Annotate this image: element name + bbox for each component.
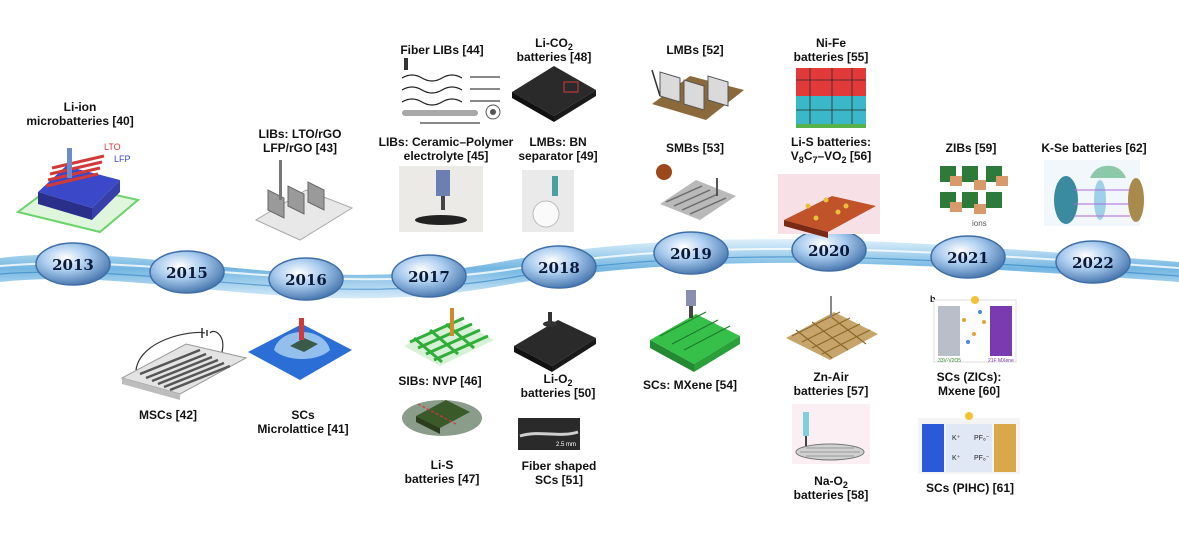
- fiber-scs-image: 2.5 mm: [518, 418, 580, 450]
- label-na-o2-tail: batteries [58]: [793, 488, 869, 502]
- year-disc-2022: 2022: [1055, 240, 1131, 284]
- k-ion-text-1: K⁺: [952, 435, 961, 442]
- lmbs-52-image: [651, 69, 744, 120]
- label-li-co2: Li-CO2 batteries [48]: [504, 36, 604, 64]
- year-label: 2017: [408, 268, 450, 286]
- label-zn-air: Zn-Air batteries [57]: [793, 370, 869, 398]
- scs-microlattice-image: [248, 318, 352, 380]
- label-lis-56-ref: [56]: [846, 149, 872, 163]
- year-label: 2016: [285, 271, 327, 289]
- pf6-text-1: PF₆⁻: [974, 435, 990, 442]
- year-label: 2021: [947, 249, 989, 267]
- label-scs-pihc: SCs (PIHC) [61]: [925, 481, 1014, 495]
- year-label: 2013: [52, 256, 94, 274]
- label-lmbs-52: LMBs [52]: [666, 43, 724, 57]
- label-na-o2-sub: 2: [842, 480, 848, 490]
- li-o2-image: [514, 312, 596, 372]
- label-scs-zics: SCs (ZICs): Mxene [60]: [936, 370, 1002, 398]
- lto-text: LTO: [104, 142, 121, 152]
- znair-image: [786, 296, 878, 360]
- lis-47-image: [402, 400, 482, 436]
- year-disc-2021: 2021: [930, 235, 1006, 279]
- year-label: 2020: [808, 242, 850, 260]
- label-scs-mxene: SCs: MXene [54]: [642, 378, 738, 392]
- zibs-image: ions: [934, 160, 1016, 228]
- year-disc-2017: 2017: [391, 254, 467, 298]
- scs-mxene-image: [650, 290, 740, 372]
- label-lis-56-c-sub: 7: [812, 155, 818, 165]
- year-label: 2019: [670, 245, 712, 263]
- label-k-se: K-Se batteries [62]: [1041, 141, 1147, 155]
- label-zibs: ZIBs [59]: [945, 141, 997, 155]
- label-li-o2-sub: 2: [567, 378, 573, 388]
- scs-pihc-image: K⁺ K⁺ PF₆⁻ PF₆⁻: [918, 412, 1020, 474]
- label-lmbs-bn: LMBs: BN separator [49]: [518, 135, 598, 163]
- label-na-o2-main: Na-O: [814, 474, 843, 488]
- label-libs-ceramic-polymer: LIBs: Ceramic–Polymer electrolyte [45]: [378, 135, 514, 163]
- label-li-o2: Li-O2 batteries [50]: [508, 372, 608, 400]
- ions-text: ions: [972, 219, 987, 228]
- zibs-right-text: 21F MXene: [988, 358, 1014, 364]
- pf6-text-2: PF₆⁻: [974, 455, 990, 462]
- lmbs-bn-image: [522, 170, 574, 232]
- year-disc-2015: 2015: [149, 250, 225, 294]
- lfp-text: LFP: [114, 154, 131, 164]
- label-li-o2-main: Li-O: [543, 372, 568, 386]
- label-scs-microlattice: SCs Microlattice [41]: [257, 408, 349, 436]
- libs-ceramic-image: [399, 166, 483, 232]
- label-fiber-shaped-scs: Fiber shaped SCs [51]: [521, 459, 597, 487]
- year-disc-2018: 2018: [521, 245, 597, 289]
- li-ion-microbattery-image: LTO LFP: [15, 142, 141, 234]
- year-label: 2015: [166, 264, 208, 282]
- li-co2-image: [512, 66, 596, 122]
- label-li-co2-tail: batteries [48]: [516, 50, 592, 64]
- scale-text: 2.5 mm: [556, 442, 576, 448]
- label-sibs-nvp: SIBs: NVP [46]: [398, 374, 482, 388]
- label-na-o2: Na-O2 batteries [58]: [776, 474, 886, 502]
- nife-image: [796, 68, 866, 128]
- kse-image: [1044, 160, 1144, 226]
- year-label: 2018: [538, 259, 580, 277]
- zibs-left-text: 33V-V2O5: [938, 358, 961, 364]
- label-li-co2-main: Li-CO: [535, 36, 568, 50]
- label-lis-56-vo: –VO: [817, 149, 842, 163]
- year-disc-2019: 2019: [653, 231, 729, 275]
- panel-b-text: b: [930, 294, 936, 304]
- year-disc-2013: 2013: [35, 242, 111, 286]
- label-ni-fe: Ni-Fe batteries [55]: [793, 36, 869, 64]
- scs-zics-image: b 33V-V2O5 21F MXene: [930, 294, 1017, 364]
- nao2-image: [792, 404, 870, 464]
- mscs-image: [120, 328, 248, 400]
- smbs-image: [656, 164, 736, 220]
- year-label: 2022: [1072, 254, 1114, 272]
- label-lis-47: Li-S batteries [47]: [404, 458, 480, 486]
- libs-lto-image: [254, 160, 354, 241]
- year-disc-2020: 2020: [791, 228, 867, 272]
- sibs-nvp-image: [404, 308, 494, 366]
- label-lis-56-title: Li-S batteries:: [790, 135, 871, 149]
- label-libs-lto-rgo: LIBs: LTO/rGO LFP/rGO [43]: [258, 127, 342, 155]
- label-li-o2-tail: batteries [50]: [520, 386, 596, 400]
- label-li-co2-sub: 2: [567, 42, 573, 52]
- label-fiber-libs: Fiber LIBs [44]: [400, 43, 484, 57]
- label-lis-56-v-sub: 8: [798, 155, 804, 165]
- lis-56-image: [778, 174, 880, 238]
- label-lis-56-v: V: [790, 149, 799, 163]
- label-lis-56-vo-sub: 2: [841, 155, 847, 165]
- label-lis-56-c: C: [803, 149, 813, 163]
- k-ion-text-2: K⁺: [952, 455, 961, 462]
- label-smbs: SMBs [53]: [665, 141, 724, 155]
- label-li-ion-microbatteries: Li-ion microbatteries [40]: [26, 100, 134, 128]
- year-disc-2016: 2016: [268, 257, 344, 301]
- label-lis-56: Li-S batteries: V8C7–VO2 [56]: [768, 135, 894, 165]
- label-mscs: MSCs [42]: [138, 408, 197, 422]
- fiber-libs-image: [401, 58, 501, 124]
